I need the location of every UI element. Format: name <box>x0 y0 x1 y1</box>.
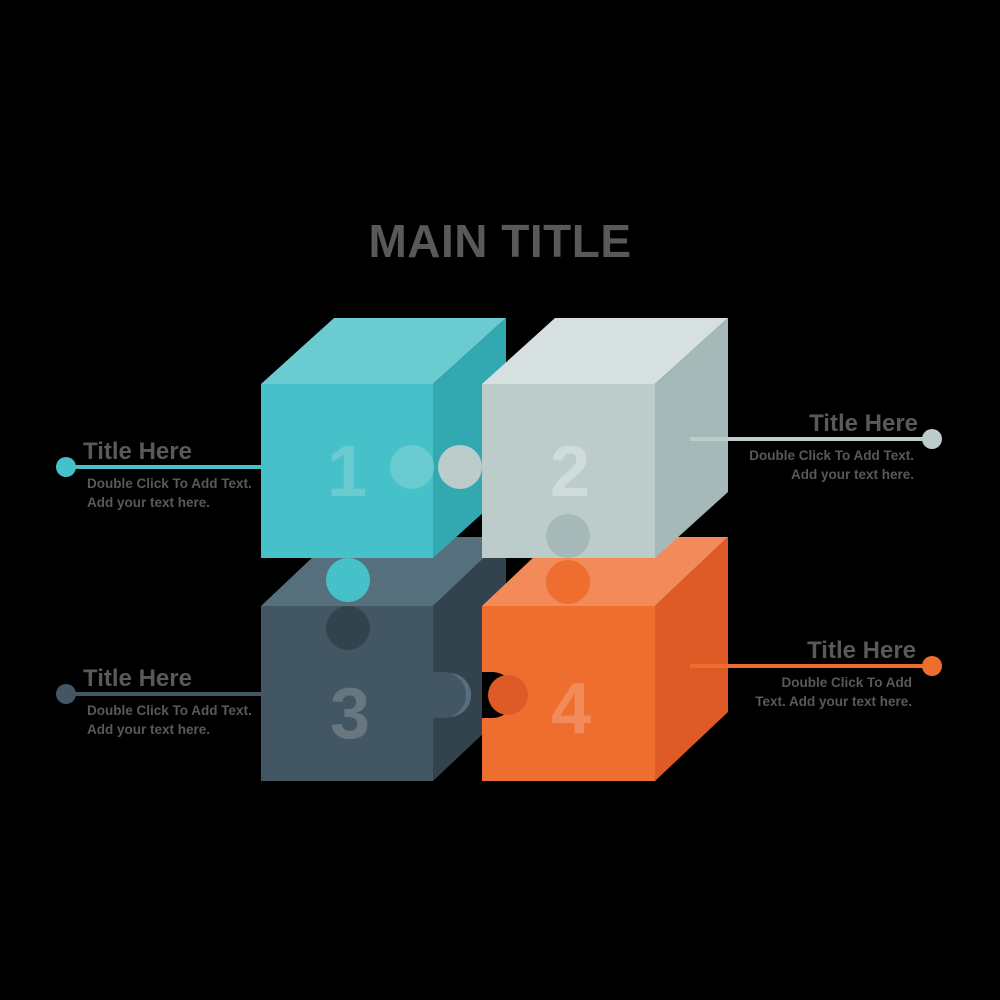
connector-2 <box>690 429 942 449</box>
cube-number-1: 1 <box>327 432 367 512</box>
label-4: Title Here Double Click To Add Text. Add… <box>740 637 916 711</box>
label-3-text[interactable]: Double Click To Add Text. Add your text … <box>87 703 252 737</box>
label-4-title[interactable]: Title Here <box>807 637 916 664</box>
connector-4 <box>690 656 942 676</box>
label-1: Title Here Double Click To Add Text. Add… <box>83 438 258 512</box>
cube-4[interactable] <box>482 537 728 781</box>
connector-1 <box>56 457 262 477</box>
cube-number-3: 3 <box>330 674 370 754</box>
cube-number-4: 4 <box>551 669 591 749</box>
cube-1[interactable] <box>261 318 506 602</box>
label-3: Title Here Double Click To Add Text. Add… <box>83 665 258 739</box>
label-4-text[interactable]: Double Click To Add Text. Add your text … <box>755 675 912 709</box>
cube-3[interactable] <box>261 537 506 781</box>
cube-2[interactable] <box>438 318 728 558</box>
label-2-title[interactable]: Title Here <box>809 410 918 437</box>
label-1-text[interactable]: Double Click To Add Text. Add your text … <box>87 476 252 510</box>
main-title: MAIN TITLE <box>368 215 632 267</box>
label-3-title[interactable]: Title Here <box>83 665 192 692</box>
connector-3 <box>56 684 262 704</box>
label-2-text[interactable]: Double Click To Add Text. Add your text … <box>749 448 914 482</box>
cube-number-2: 2 <box>550 432 590 512</box>
label-1-title[interactable]: Title Here <box>83 438 192 465</box>
label-2: Title Here Double Click To Add Text. Add… <box>740 410 918 484</box>
